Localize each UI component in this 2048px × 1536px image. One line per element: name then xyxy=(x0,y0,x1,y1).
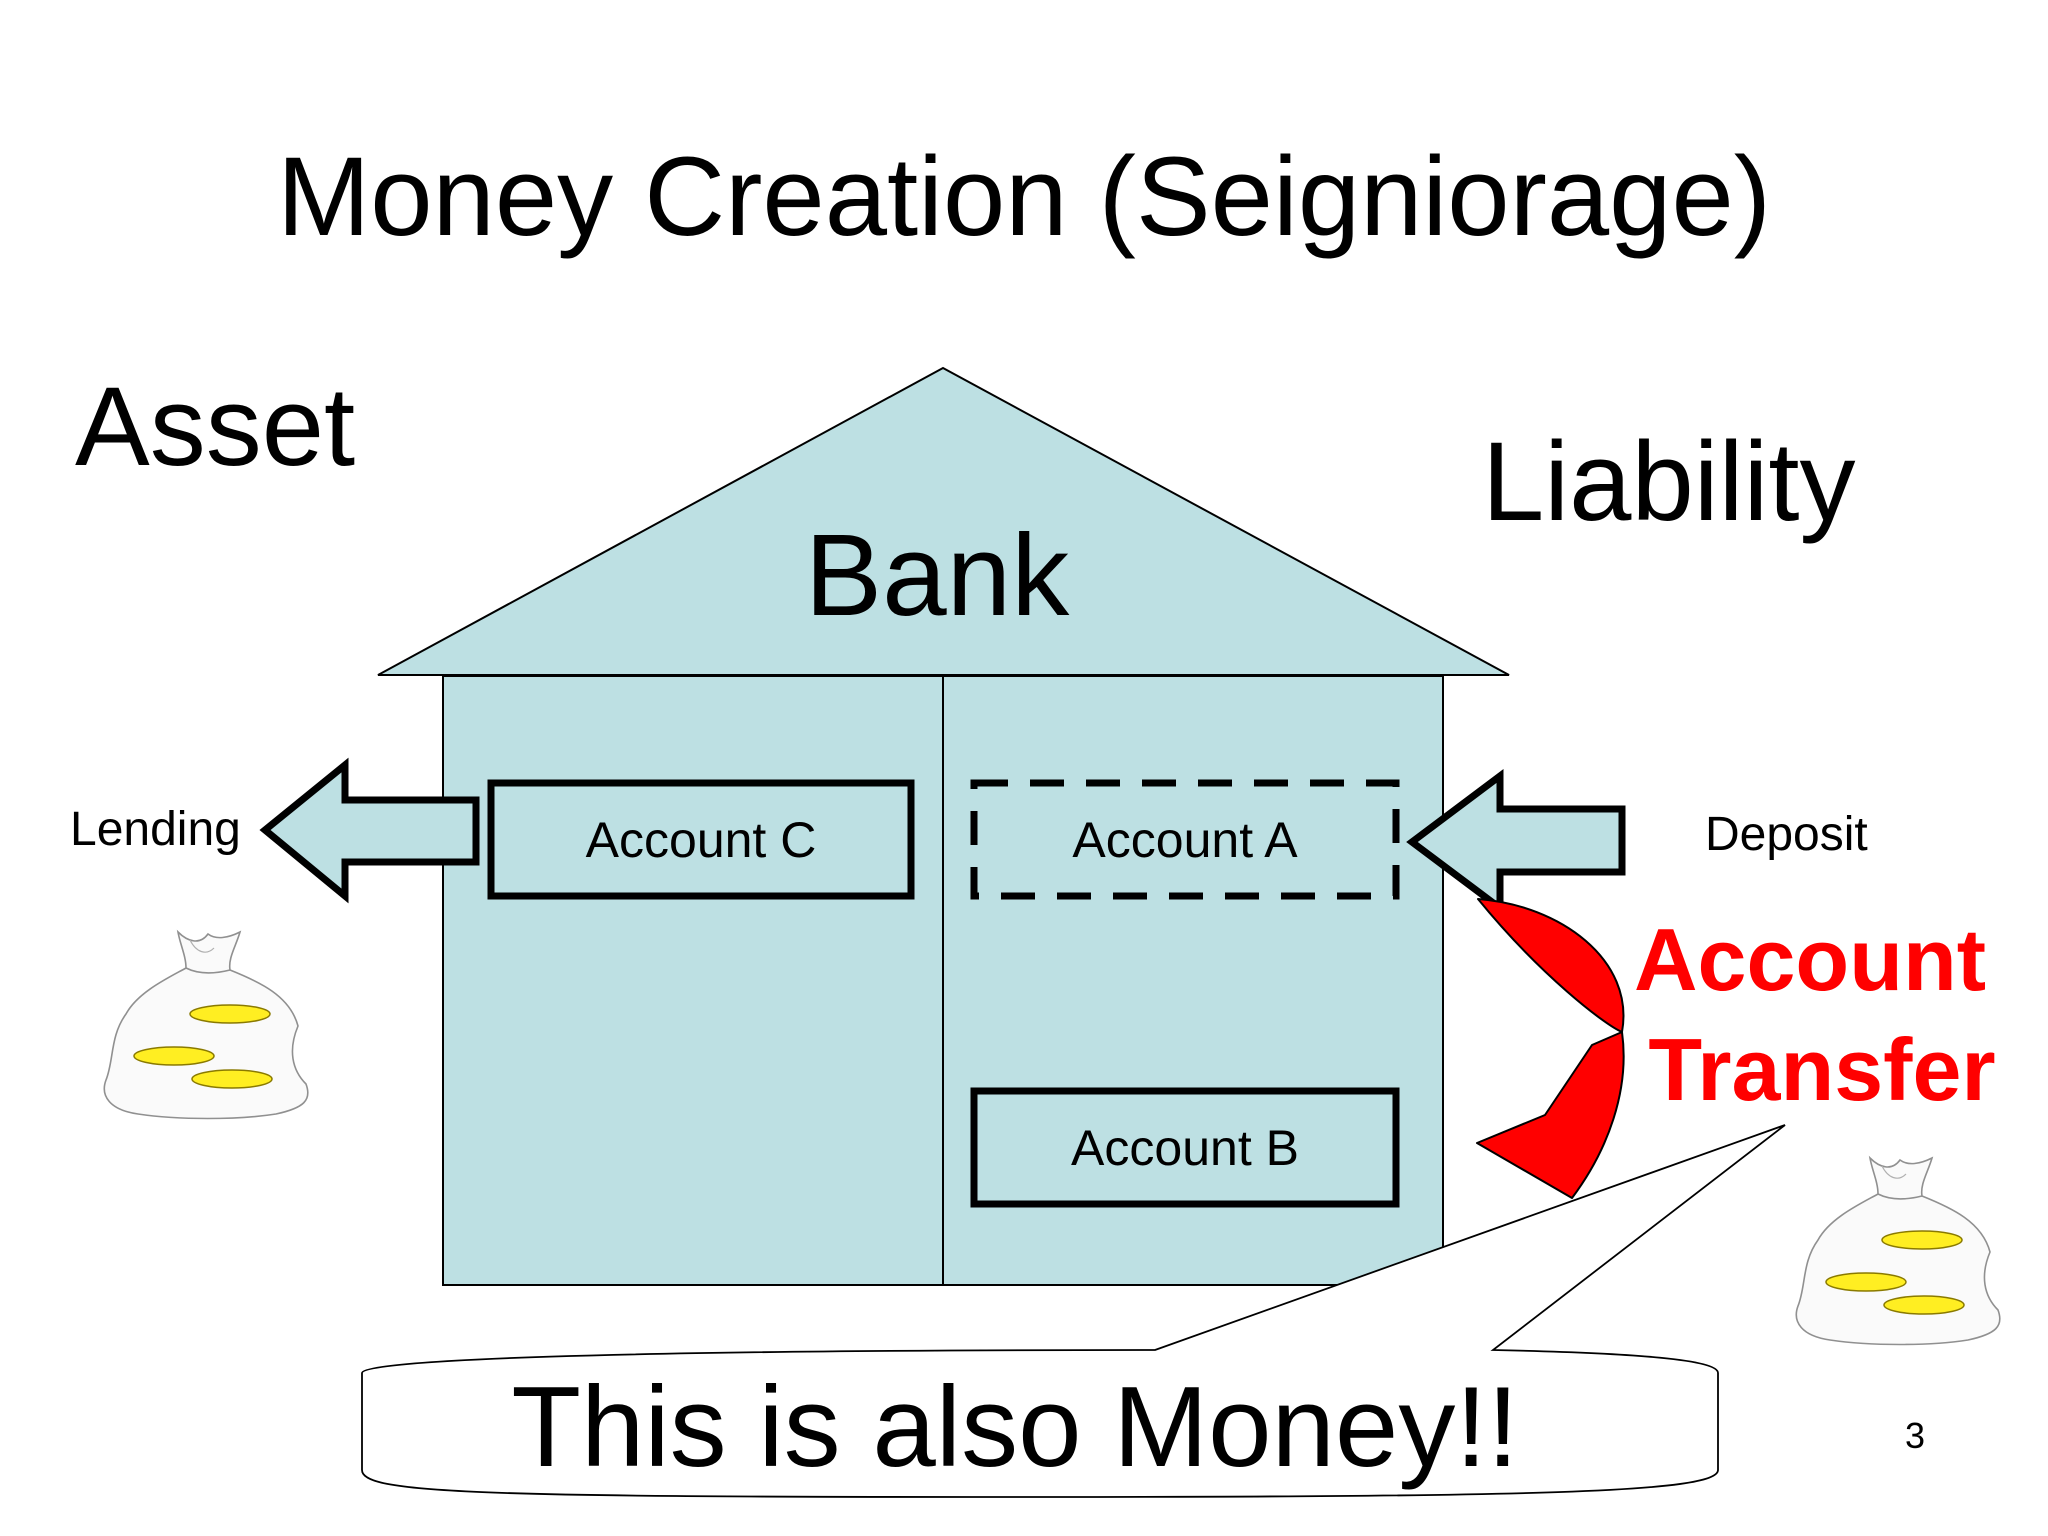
deposit-label: Deposit xyxy=(1705,808,1868,861)
lending-label: Lending xyxy=(70,803,241,856)
account-transfer-label-line1: Account xyxy=(1634,910,1986,1009)
account-b-box xyxy=(970,1087,1400,1208)
account-c-label: Account C xyxy=(586,812,817,868)
account-transfer-arrow xyxy=(1476,898,1625,1199)
account-transfer-label-line2: Transfer xyxy=(1648,1020,1995,1119)
account-c-box xyxy=(487,779,915,900)
lending-arrow xyxy=(259,757,480,904)
liability-heading: Liability xyxy=(1482,419,1856,544)
account-a-label: Account A xyxy=(1072,812,1298,868)
asset-heading: Asset xyxy=(75,364,355,489)
money-callout-bubble xyxy=(361,1124,1786,1498)
account-a-box xyxy=(970,779,1400,900)
bank-label: Bank xyxy=(805,510,1070,640)
deposit-arrow xyxy=(1406,769,1626,915)
money-bag-icon xyxy=(103,931,309,1120)
account-b-label: Account B xyxy=(1071,1120,1299,1176)
slide-title: Money Creation (Seigniorage) xyxy=(277,134,1771,259)
bank-building xyxy=(377,366,1510,1286)
money-callout-text: This is also Money!! xyxy=(511,1364,1518,1491)
money-bag-icon xyxy=(1795,1157,2001,1346)
page-number: 3 xyxy=(1905,1415,1925,1456)
